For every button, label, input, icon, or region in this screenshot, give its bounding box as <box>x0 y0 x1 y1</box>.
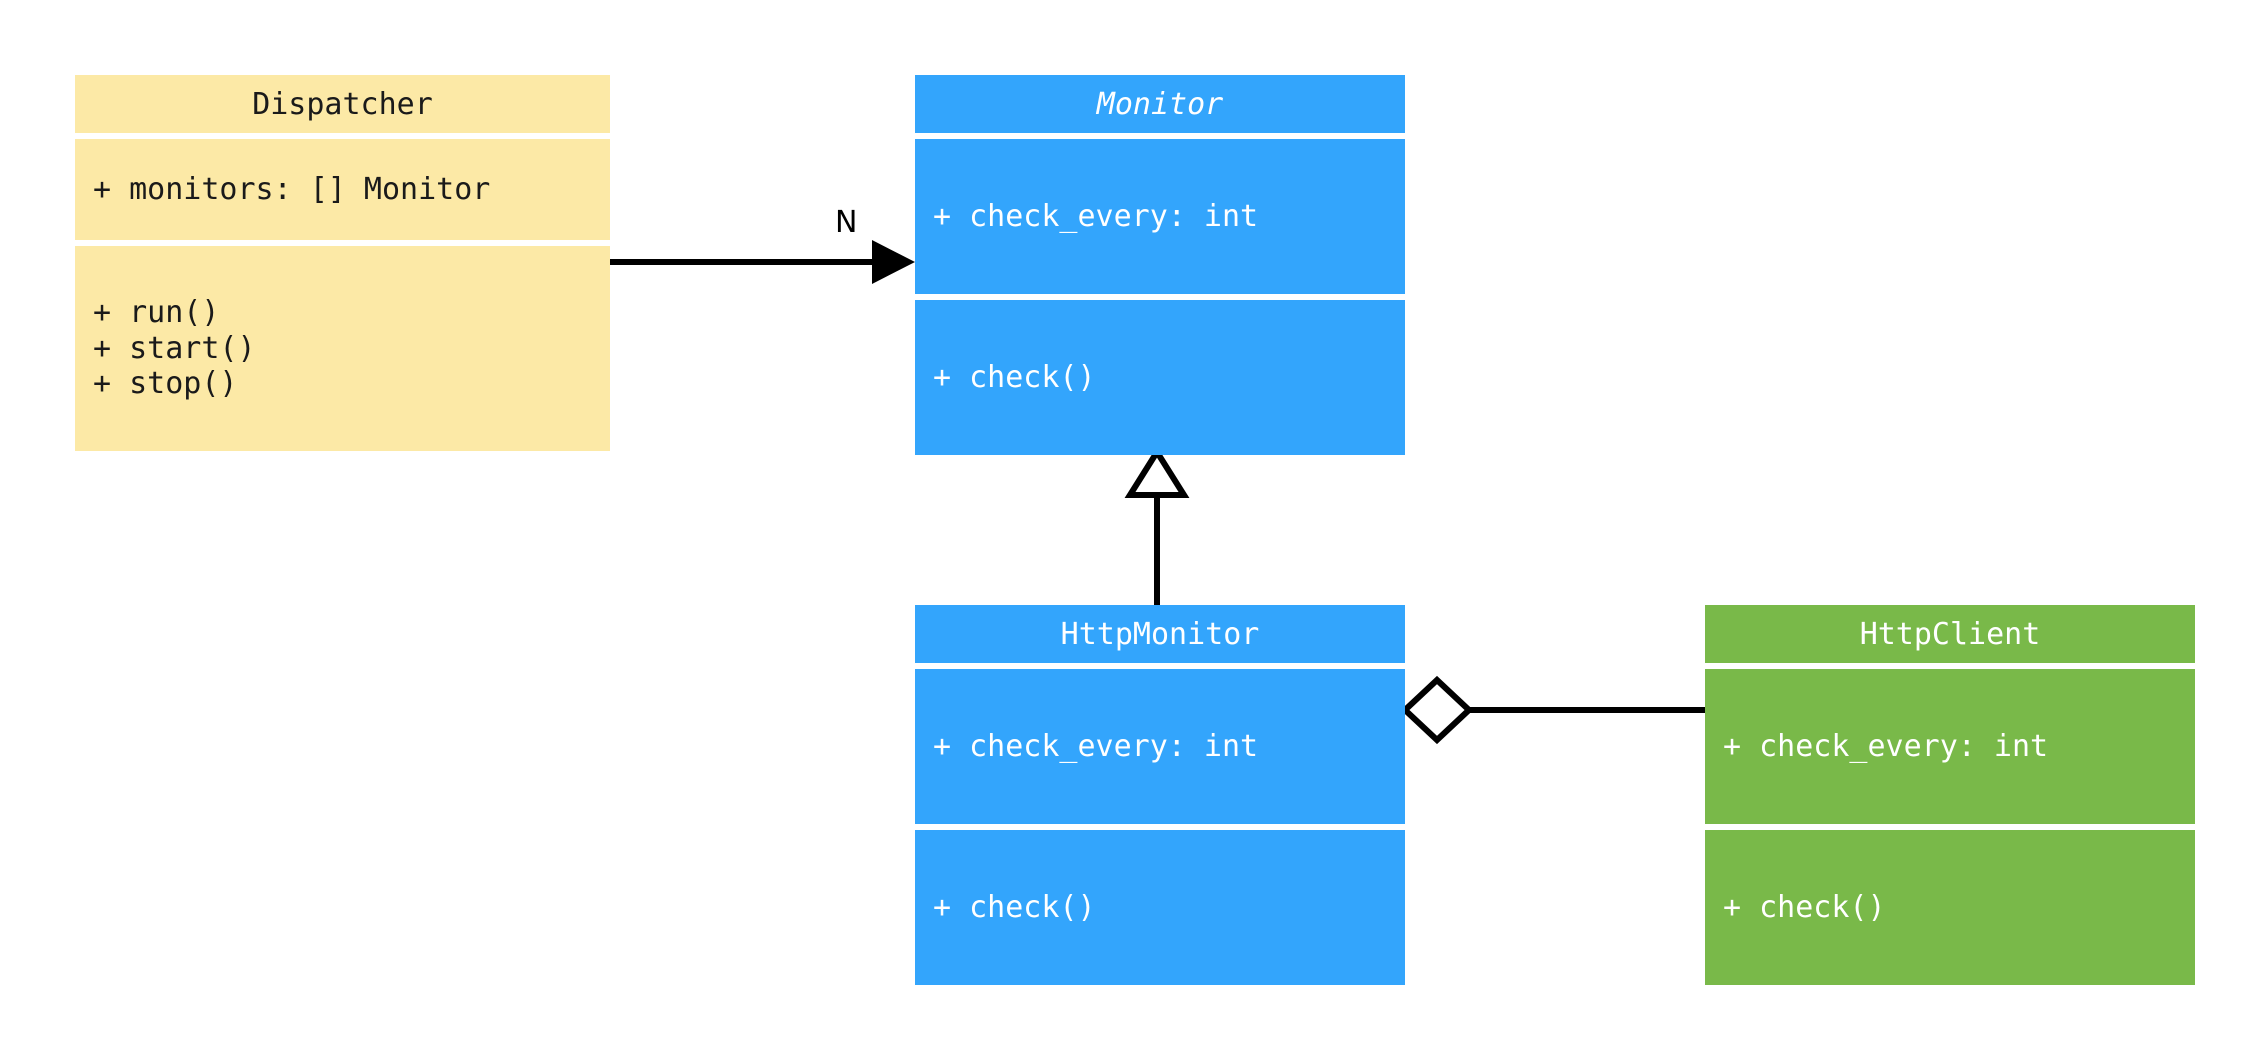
method-list: + check() <box>1723 889 1886 925</box>
method-list: + check() <box>933 889 1096 925</box>
class-title-dispatcher: Dispatcher <box>75 75 610 133</box>
class-attributes-httpmonitor: + check_every: int <box>915 669 1405 824</box>
hollow-diamond-icon <box>1400 675 1474 745</box>
compartment-divider <box>75 240 610 246</box>
class-box-dispatcher[interactable]: Dispatcher + monitors: [] Monitor + run(… <box>75 75 610 451</box>
class-box-monitor[interactable]: Monitor + check_every: int + check() <box>915 75 1405 455</box>
attribute-list: + check_every: int <box>1723 728 2049 764</box>
edge-label-multiplicity-n: N <box>835 205 858 240</box>
class-attributes-monitor: + check_every: int <box>915 139 1405 294</box>
edge-httpmonitor-to-monitor <box>1124 446 1190 605</box>
compartment-divider <box>915 824 1405 830</box>
compartment-divider <box>1705 663 2195 669</box>
class-methods-monitor: + check() <box>915 300 1405 455</box>
compartment-divider <box>1705 824 2195 830</box>
attribute-list: + monitors: [] Monitor <box>93 171 491 207</box>
class-attributes-dispatcher: + monitors: [] Monitor <box>75 139 610 240</box>
attribute-list: + check_every: int <box>933 728 1259 764</box>
class-methods-httpmonitor: + check() <box>915 830 1405 985</box>
edge-httpmonitor-to-httpclient <box>1400 675 1705 745</box>
compartment-divider <box>915 294 1405 300</box>
class-title-httpclient: HttpClient <box>1705 605 2195 663</box>
class-box-httpmonitor[interactable]: HttpMonitor + check_every: int + check() <box>915 605 1405 985</box>
attribute-list: + check_every: int <box>933 198 1259 234</box>
class-title-httpmonitor: HttpMonitor <box>915 605 1405 663</box>
compartment-divider <box>915 663 1405 669</box>
class-methods-dispatcher: + run() + start() + stop() <box>75 246 610 451</box>
edge-dispatcher-to-monitor <box>610 240 915 284</box>
class-attributes-httpclient: + check_every: int <box>1705 669 2195 824</box>
filled-arrowhead-icon <box>872 240 915 284</box>
class-title-monitor: Monitor <box>915 75 1405 133</box>
class-methods-httpclient: + check() <box>1705 830 2195 985</box>
method-list: + run() + start() + stop() <box>93 295 256 402</box>
compartment-divider <box>915 133 1405 139</box>
hollow-triangle-icon <box>1124 446 1190 498</box>
compartment-divider <box>75 133 610 139</box>
class-box-httpclient[interactable]: HttpClient + check_every: int + check() <box>1705 605 2195 985</box>
method-list: + check() <box>933 359 1096 395</box>
